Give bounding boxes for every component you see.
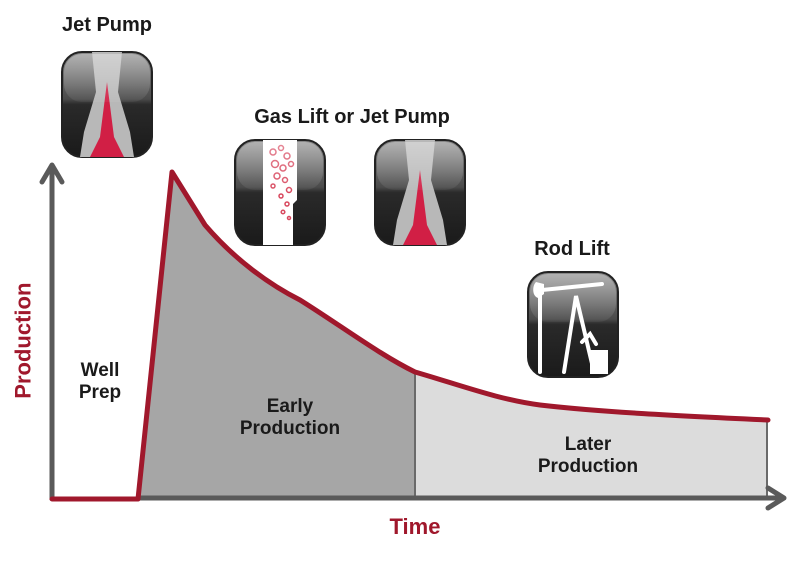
later-production-line1: Later [564, 434, 612, 455]
x-axis-label: Time [389, 514, 441, 539]
later-production-area [415, 372, 768, 498]
early-production-line2: Production [239, 417, 341, 439]
x-axis-arrowhead [765, 485, 787, 511]
y-axis-label: Production [10, 282, 36, 399]
jet-pump-icon-2 [374, 139, 466, 246]
early-production-line1: Early [266, 396, 314, 417]
later-production-line2: Production [537, 455, 639, 477]
jet-pump-icon [61, 51, 153, 158]
rod-lift-title: Rod Lift [534, 238, 610, 260]
rod-lift-icon [527, 271, 619, 378]
production-curve [49, 169, 771, 502]
gas-lift-or-jet-pump-title: Gas Lift or Jet Pump [254, 106, 450, 128]
early-production-label: Early Production [220, 396, 360, 440]
early-production-area [140, 172, 415, 498]
well-prep-label: Well Prep [62, 360, 138, 404]
y-axis-arrowhead [39, 162, 65, 185]
well-prep-line1: Well [80, 360, 120, 381]
jet-pump-title: Jet Pump [61, 14, 153, 36]
well-prep-line2: Prep [78, 381, 122, 403]
gas-lift-icon [234, 139, 326, 246]
later-production-label: Later Production [518, 434, 658, 478]
